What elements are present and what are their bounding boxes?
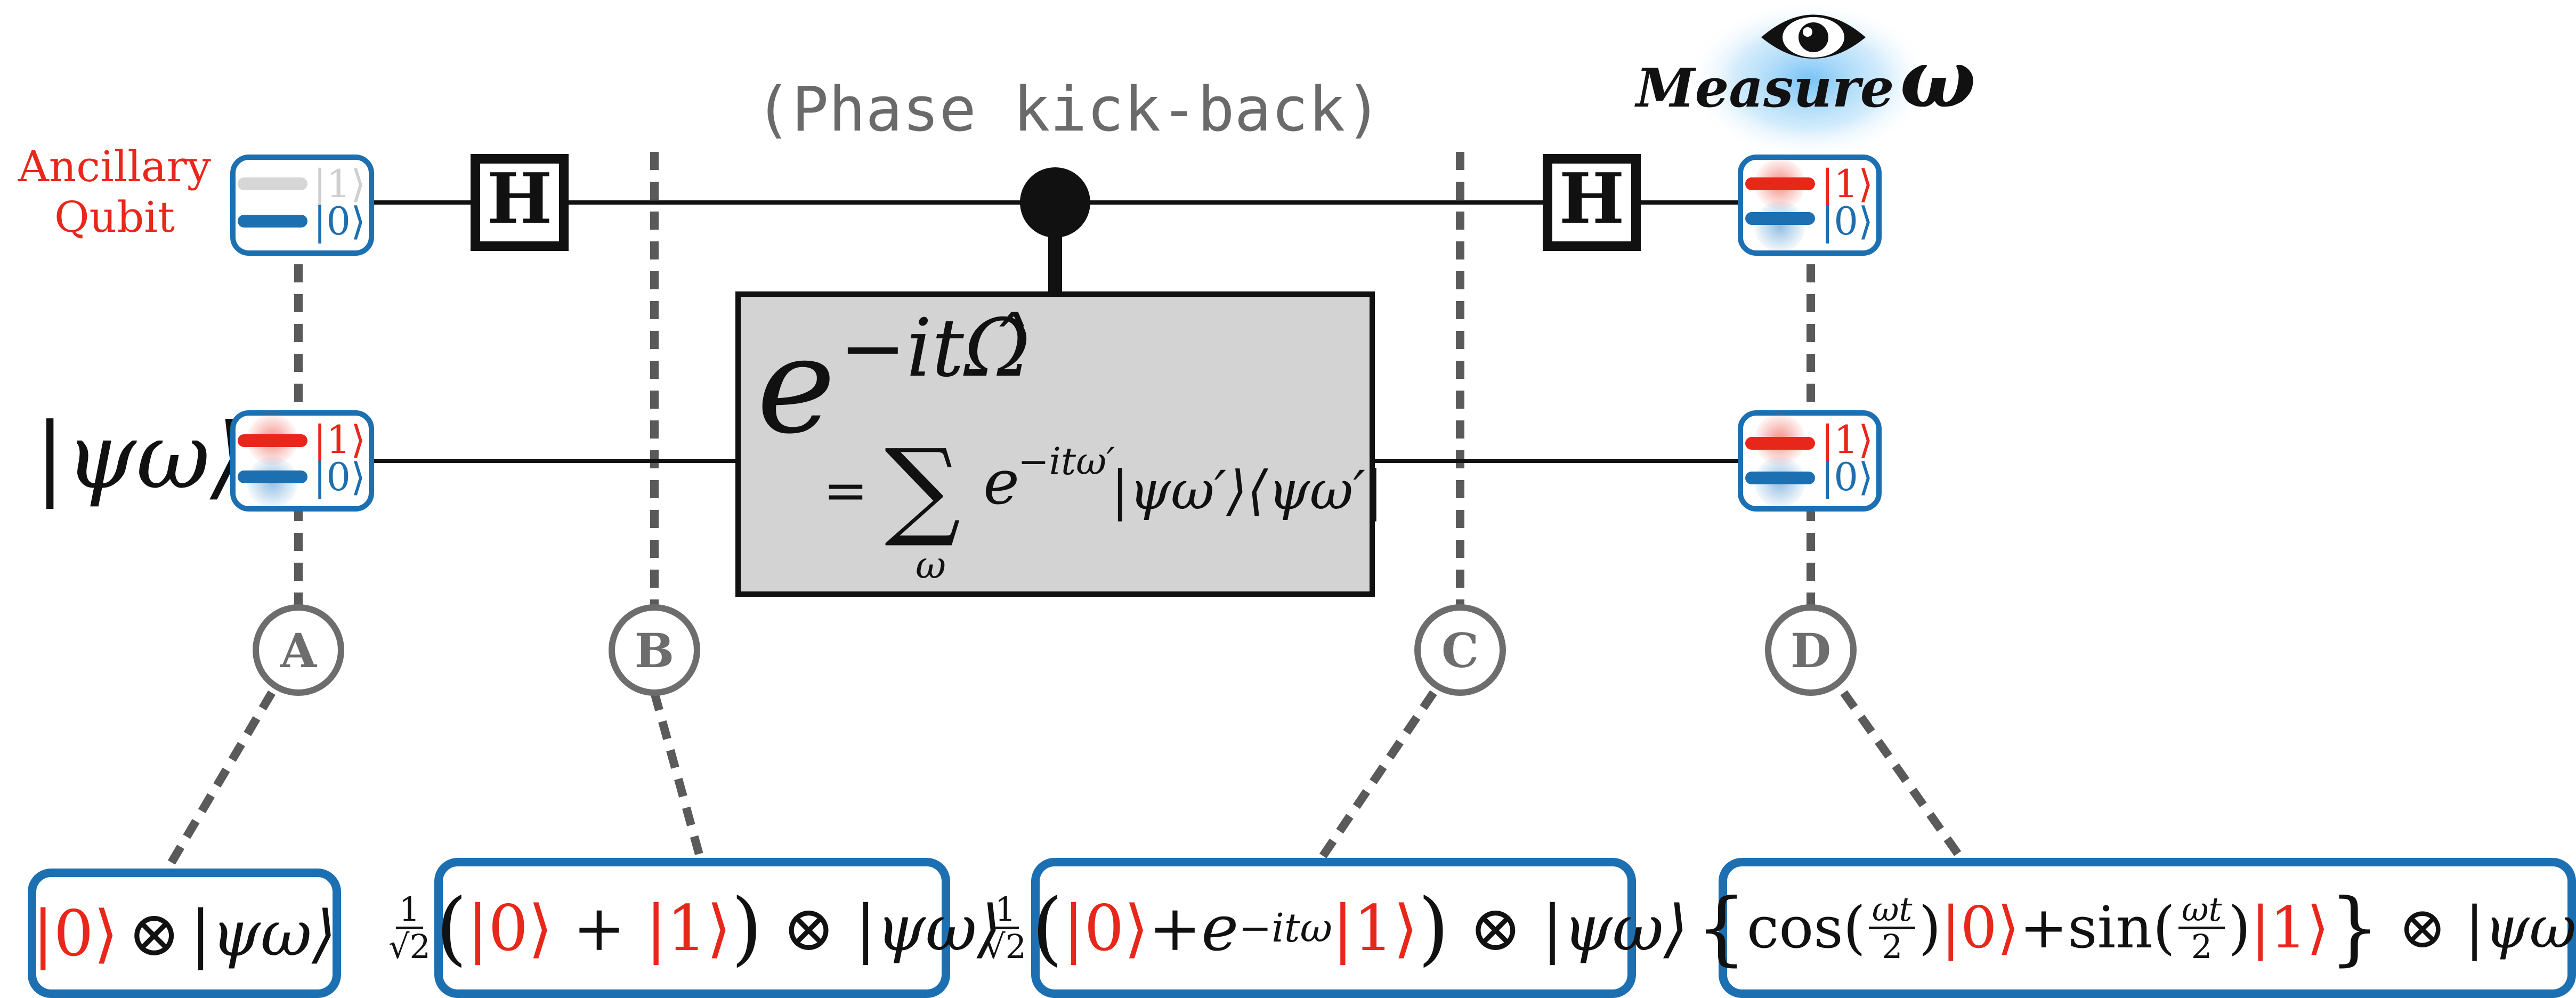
eq-c-rparen: ) bbox=[1417, 881, 1449, 975]
measure-label: Measure bbox=[1634, 56, 1894, 119]
eq-c-frac-den: √2 bbox=[984, 927, 1027, 966]
unitary-exp-power: −itΩ̂ bbox=[839, 302, 1030, 395]
eq-d-close2: ) bbox=[2228, 895, 2251, 961]
h-gate-right: H bbox=[1543, 154, 1641, 251]
eq-d-sin: sin( bbox=[2068, 895, 2175, 961]
eq-c-lparen: ( bbox=[1032, 881, 1063, 975]
control-dot bbox=[1020, 167, 1090, 238]
eq-b-rparen: ) bbox=[731, 881, 763, 975]
stage-label-d: D bbox=[1791, 623, 1831, 678]
unitary-exp-base: e bbox=[757, 308, 836, 463]
ket-one-faded: |1⟩ bbox=[313, 161, 366, 206]
eq-c-plus: + bbox=[1148, 891, 1202, 965]
measure-glow bbox=[1687, 0, 1932, 160]
qubit-icon-psi-d: |1⟩ |0⟩ bbox=[1738, 410, 1882, 512]
unitary-term-power: −itω′ bbox=[1018, 440, 1115, 483]
eq-b-ket0: |0⟩ bbox=[467, 891, 553, 965]
stage-marker-c: C bbox=[1414, 604, 1506, 696]
eq-b-frac-den: √2 bbox=[388, 927, 431, 966]
unitary-term-base: e bbox=[983, 447, 1019, 518]
eq-d-frac1-num: ωt bbox=[1868, 892, 1916, 929]
eye-icon bbox=[1761, 14, 1866, 59]
eq-b-tensor: ⊗ bbox=[762, 891, 855, 965]
eq-b-plus: + bbox=[553, 891, 646, 965]
eq-b-psi: |ψω⟩ bbox=[855, 891, 1002, 965]
eq-d-ket1: |1⟩ bbox=[2250, 895, 2329, 961]
qubit-icon-psi-a: |1⟩ |0⟩ bbox=[230, 410, 374, 512]
eq-c-tensor: ⊗ bbox=[1449, 891, 1542, 965]
ket-zero: |0⟩ bbox=[1821, 199, 1873, 244]
stage-label-c: C bbox=[1441, 623, 1479, 678]
unitary-box bbox=[735, 291, 1375, 597]
ket-zero: |0⟩ bbox=[313, 199, 366, 244]
h-gate-right-label: H bbox=[1559, 158, 1625, 239]
connector-b bbox=[650, 691, 707, 867]
stage-marker-b: B bbox=[609, 604, 700, 696]
unitary-sum-index: ω bbox=[916, 543, 946, 587]
h-gate-left-label: H bbox=[487, 158, 553, 239]
equation-box-c: 1√2 ( |0⟩ + e−itω |1⟩ ) ⊗ |ψω⟩ bbox=[984, 858, 1688, 998]
qubit-icon-ancilla-a: |1⟩ |0⟩ bbox=[230, 155, 374, 256]
eq-a-ket: |0⟩ bbox=[32, 896, 118, 970]
equation-box-a: |0⟩ ⊗ |ψω⟩ bbox=[28, 869, 341, 998]
equation-box-b: 1√2 ( |0⟩ + |1⟩ ) ⊗ |ψω⟩ bbox=[388, 858, 1001, 998]
ket-zero: |0⟩ bbox=[313, 455, 366, 499]
eq-c-frac: 1√2 bbox=[982, 892, 1028, 964]
ket-one: |1⟩ bbox=[313, 417, 366, 462]
eq-c-psi: |ψω⟩ bbox=[1542, 891, 1688, 965]
ket-one: |1⟩ bbox=[1821, 417, 1873, 462]
eq-a-tensor: ⊗ bbox=[127, 896, 181, 970]
psi-label: |ψω⟩ bbox=[35, 404, 246, 509]
eq-c-exp: −itω bbox=[1238, 905, 1332, 951]
eq-d-cos: cos( bbox=[1746, 895, 1866, 961]
eq-d-frac2-den: 2 bbox=[2191, 927, 2213, 966]
eq-b-ket1: |1⟩ bbox=[645, 891, 732, 965]
ket-one: |1⟩ bbox=[1821, 161, 1873, 206]
stage-label-b: B bbox=[635, 623, 674, 678]
eq-b-frac: 1√2 bbox=[386, 892, 433, 964]
stage-marker-a: A bbox=[253, 604, 344, 696]
eq-d-tensor: ⊗ bbox=[2380, 895, 2465, 961]
eq-b-frac-num: 1 bbox=[395, 892, 424, 929]
measure-symbol: ω bbox=[1900, 32, 1976, 126]
stage-markers: A B C D bbox=[253, 604, 1857, 696]
eq-d-frac2-num: ωt bbox=[2178, 892, 2225, 929]
connector-c bbox=[1313, 690, 1437, 869]
eq-d-close1: ) bbox=[1918, 895, 1941, 961]
unitary-equals: = bbox=[823, 459, 868, 522]
unitary-formula: e −itΩ̂ = ∑ ω e −itω′ |ψω′⟩⟨ψω′| bbox=[757, 302, 1383, 587]
eq-d-frac1-den: 2 bbox=[1881, 927, 1903, 966]
unitary-sum: ∑ bbox=[885, 426, 961, 550]
eq-b-lparen: ( bbox=[435, 881, 467, 975]
phase-kickback-label: (Phase kick-back) bbox=[755, 74, 1382, 145]
ancilla-label-line1: Ancillary bbox=[18, 142, 211, 191]
eq-c-ket1: |1⟩ bbox=[1332, 891, 1418, 965]
eq-d-lbrace: { bbox=[1696, 881, 1747, 975]
eq-c-ket0: |0⟩ bbox=[1063, 891, 1149, 965]
connector-a bbox=[166, 690, 276, 869]
ket-zero: |0⟩ bbox=[1821, 455, 1873, 499]
eq-d-plus: + bbox=[2019, 895, 2068, 961]
eq-c-e: e bbox=[1201, 891, 1239, 965]
h-gate-left: H bbox=[471, 154, 569, 251]
eq-d-ket0: |0⟩ bbox=[1941, 895, 2020, 961]
unitary-term-rest: |ψω′⟩⟨ψω′| bbox=[1111, 459, 1383, 522]
eq-d-psi: |ψω⟩ bbox=[2465, 895, 2576, 961]
eq-a-psi: |ψω⟩ bbox=[190, 896, 337, 970]
eq-d-rbrace: } bbox=[2329, 881, 2380, 975]
ancilla-label-line2: Qubit bbox=[54, 192, 175, 242]
eq-c-frac-num: 1 bbox=[991, 892, 1019, 929]
stage-marker-d: D bbox=[1765, 604, 1857, 696]
stage-label-a: A bbox=[280, 623, 318, 678]
connector-d bbox=[1840, 690, 1970, 869]
qubit-icon-ancilla-d: |1⟩ |0⟩ bbox=[1738, 155, 1882, 256]
